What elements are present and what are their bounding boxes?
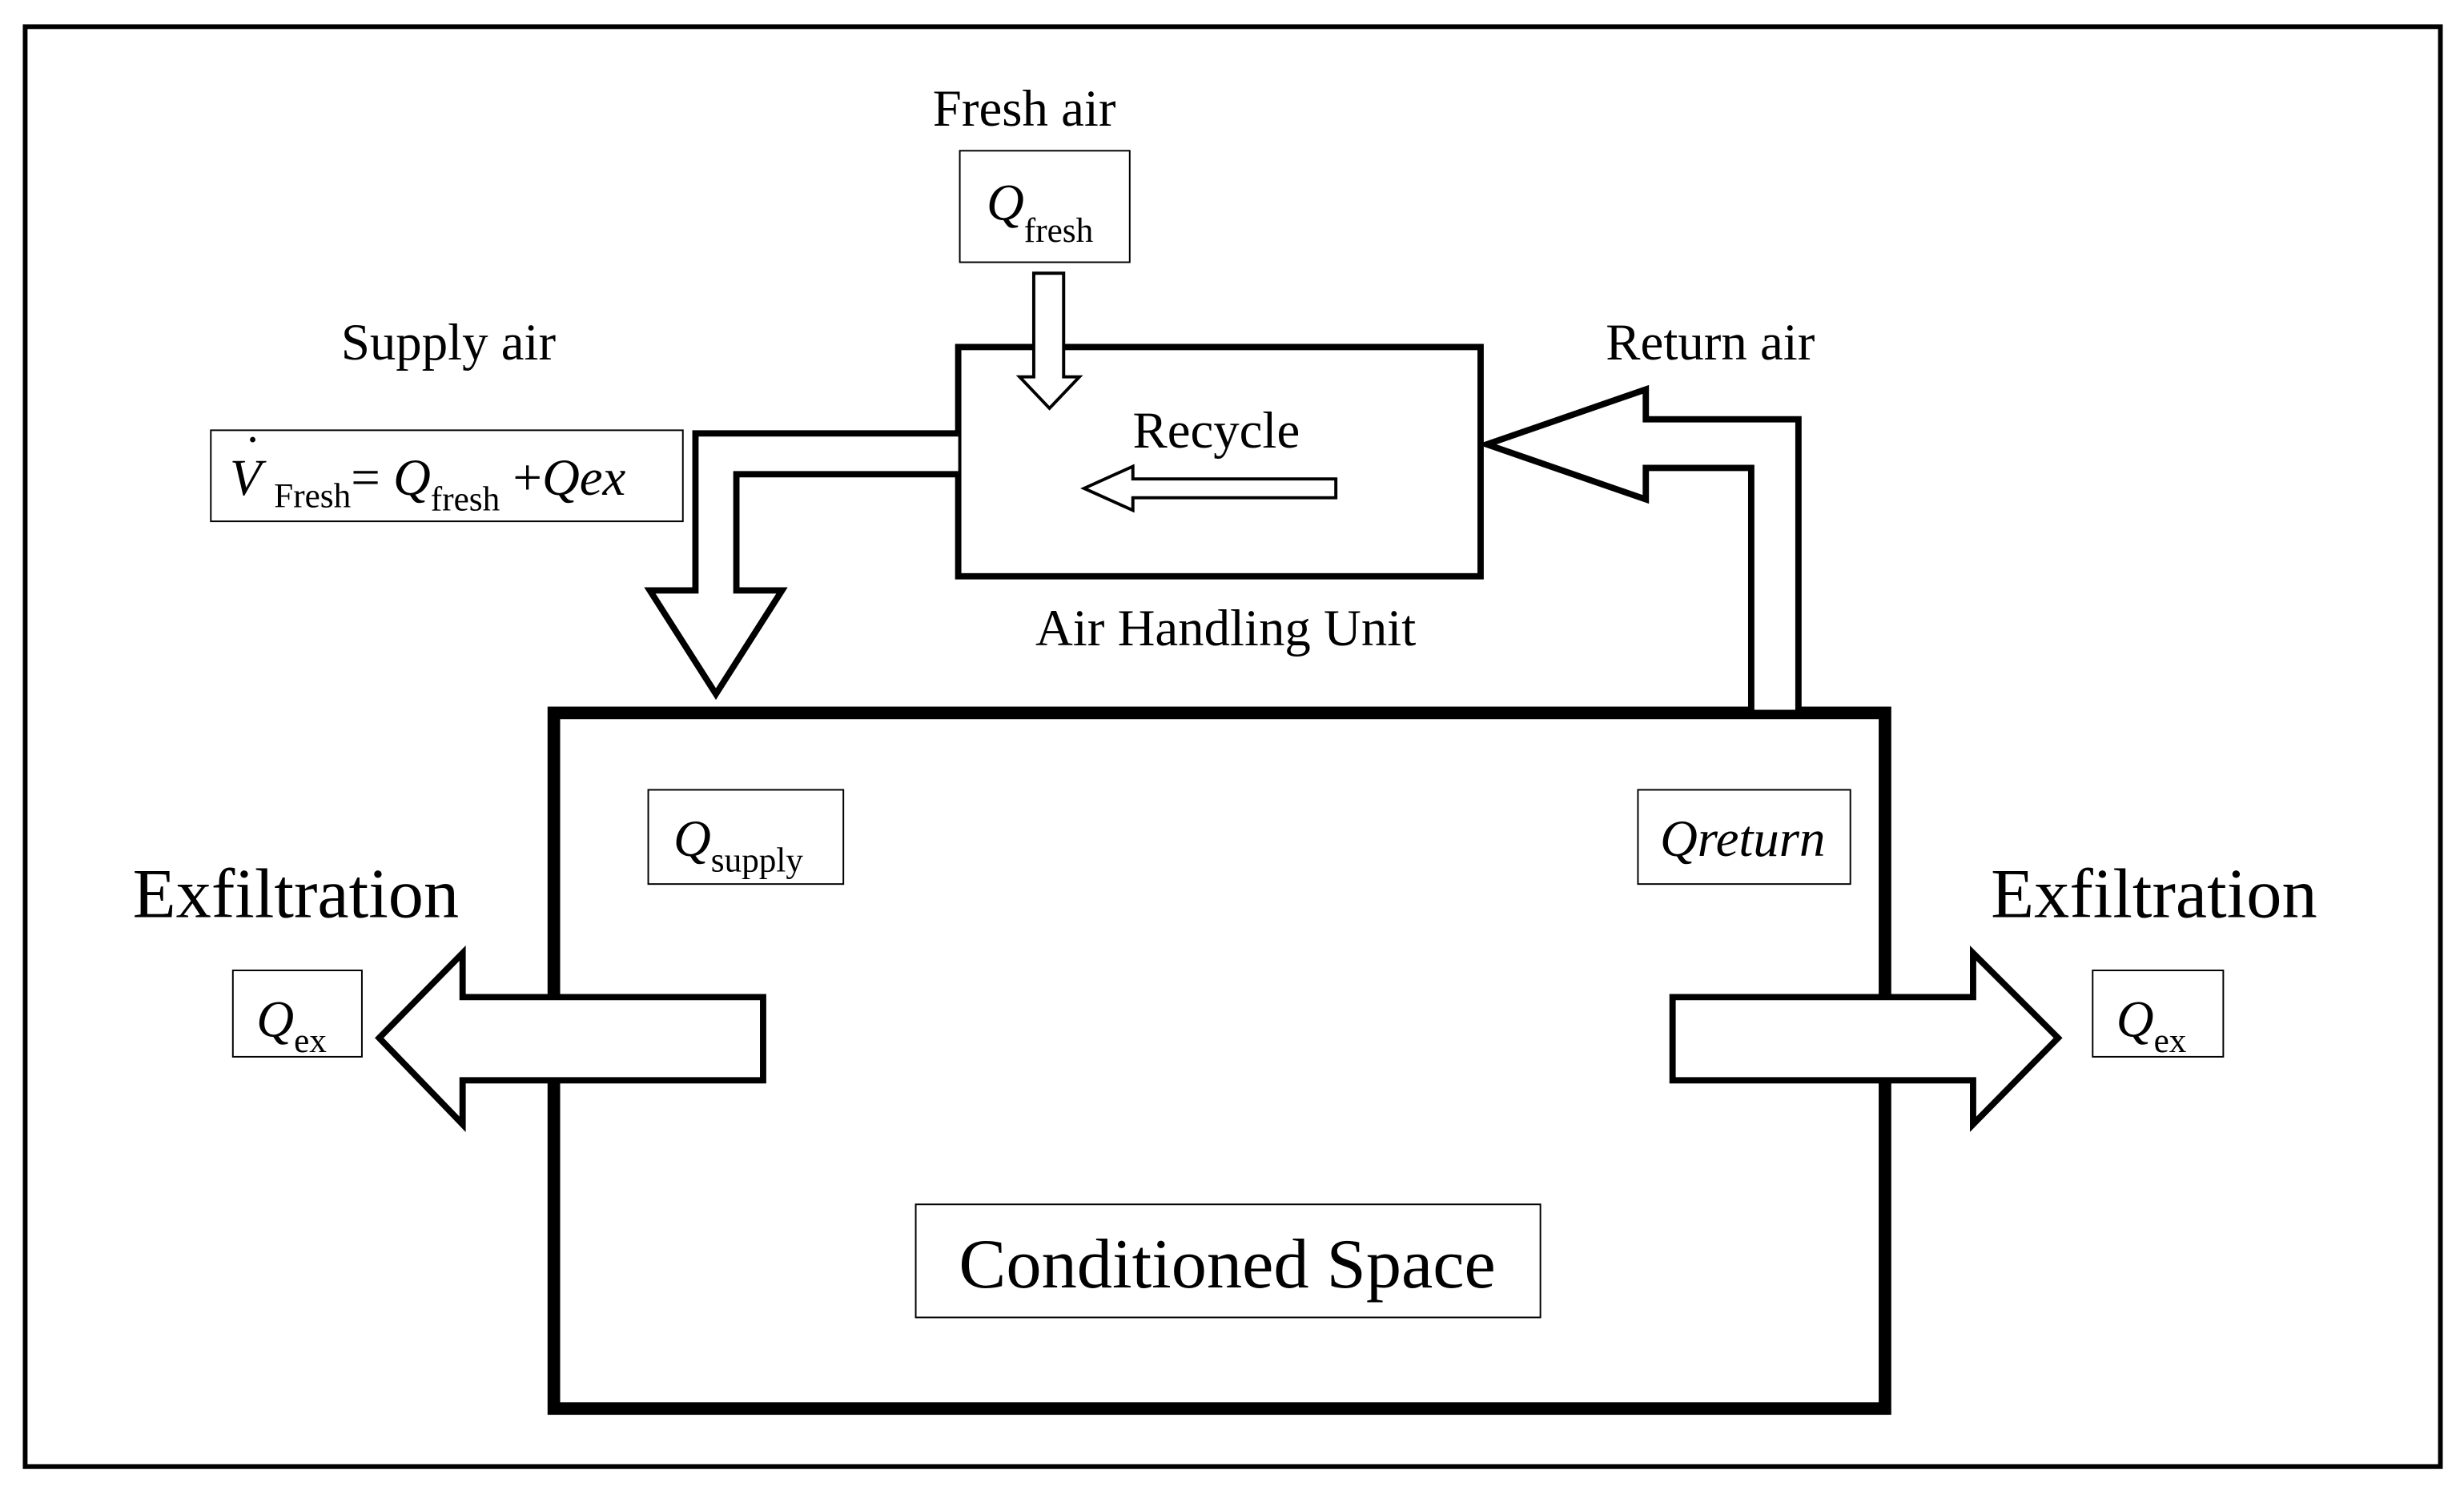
q-ex-right-box (2092, 970, 2225, 1058)
exfiltration-right-arrow (1669, 945, 2063, 1132)
v-fresh-dot: ˙ (241, 425, 259, 483)
supply-air-label: Supply air (341, 314, 556, 371)
q-return-formula: Qreturn (1660, 810, 1825, 868)
q-supply-box (647, 789, 845, 886)
q-return-box (1637, 789, 1851, 886)
return-air-label: Return air (1606, 314, 1815, 371)
conditioned-space-label: Conditioned Space (959, 1225, 1495, 1303)
exfiltration-left-arrow (375, 945, 766, 1132)
recycle-label: Recycle (1132, 402, 1300, 460)
q-fresh-box (959, 150, 1131, 263)
supply-air-duct-arrow (644, 430, 959, 701)
return-air-duct-arrow (1477, 384, 1802, 710)
fresh-air-arrow (1015, 271, 1083, 411)
conditioned-space-box (914, 1203, 1542, 1319)
air-handling-unit-label: Air Handling Unit (1035, 600, 1416, 657)
exfiltration-right-label: Exfiltration (1991, 854, 2317, 933)
v-fresh-box (210, 429, 684, 523)
q-ex-left-formula: Qex (256, 990, 327, 1060)
q-ex-right-formula: Qex (2116, 990, 2187, 1060)
q-ex-left-box (231, 970, 363, 1058)
q-fresh-formula: Qfresh (987, 175, 1094, 250)
q-supply-formula: Qsupply (673, 810, 803, 880)
recycle-arrow (1080, 464, 1338, 513)
fresh-air-label: Fresh air (933, 80, 1116, 138)
exfiltration-left-label: Exfiltration (133, 854, 460, 933)
